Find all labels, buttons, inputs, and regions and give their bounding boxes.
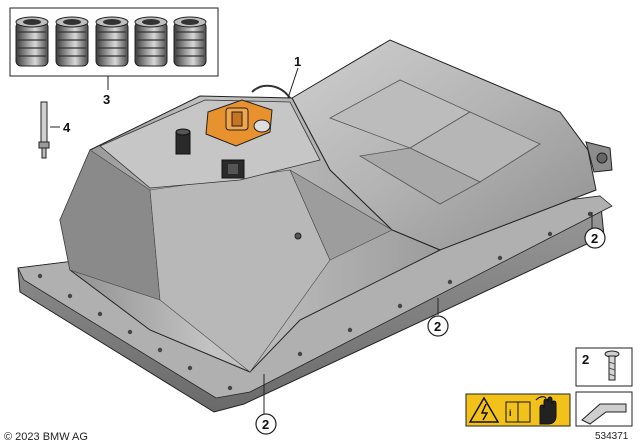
clip-callout-bottom: 2	[255, 374, 277, 435]
callout-grommet-set: 3	[103, 92, 110, 107]
svg-text:i: i	[509, 408, 512, 418]
hv-connector-orange	[205, 84, 291, 147]
svg-text:2: 2	[591, 231, 598, 246]
grommet-set: 3	[9, 7, 219, 107]
callout-pin: 4	[63, 120, 71, 135]
battery-housing: 1	[17, 39, 613, 413]
glove-hand-icon	[535, 396, 557, 425]
hv-warning-label: i	[465, 393, 571, 427]
flange-bolts	[37, 211, 593, 391]
cover-plate-icon	[581, 403, 627, 425]
grommet-4	[134, 16, 168, 67]
grommet-3	[95, 16, 129, 67]
diagram-number: 534371	[595, 431, 629, 442]
svg-text:2: 2	[434, 319, 441, 334]
manual-book-icon: i	[505, 401, 531, 423]
main-part-leader	[287, 67, 299, 99]
grommet-5	[173, 16, 207, 67]
svg-text:2: 2	[262, 417, 269, 432]
grommet-1	[15, 16, 49, 67]
copyright-text: © 2023 BMW AG	[4, 431, 88, 443]
grommet-set-frame	[9, 7, 219, 77]
clip-callout-middle: 2	[427, 298, 449, 337]
callout-main-part: 1	[294, 54, 301, 69]
clip-callout-right: 2	[584, 212, 606, 249]
pin-part: 4	[38, 101, 71, 159]
legend-screw-number: 2	[582, 352, 589, 367]
grommet-2	[55, 16, 89, 67]
screw-icon	[604, 350, 620, 381]
lv-connector-black	[175, 128, 245, 179]
cover-plate-box	[575, 391, 633, 427]
legend-screw-box: 2	[575, 347, 633, 387]
